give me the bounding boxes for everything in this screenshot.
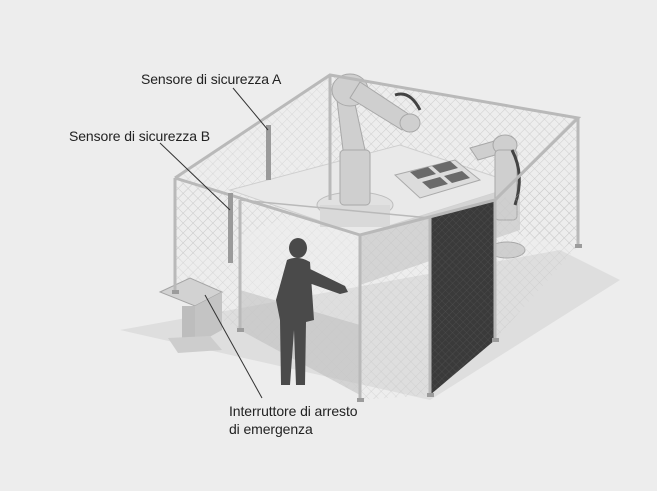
label-emergency-stop-line2: di emergenza <box>229 421 313 437</box>
tray-cells <box>410 161 470 189</box>
safety-sensor-b-icon <box>228 193 233 263</box>
leader-line-c <box>204 294 263 399</box>
label-emergency-stop-line1: Interruttore di arresto <box>229 403 358 419</box>
label-safety-sensor-a: Sensore di sicurezza A <box>141 71 282 87</box>
robot-arm-a <box>331 73 421 206</box>
label-safety-sensor-b: Sensore di sicurezza B <box>69 128 210 144</box>
leader-line-b <box>159 142 231 211</box>
label-emergency-stop: Interruttore di arresto di emergenza <box>229 402 358 438</box>
right-fence <box>495 180 578 340</box>
leader-line-a <box>232 87 269 131</box>
operator-figure <box>276 238 348 385</box>
fence-frame <box>173 73 582 400</box>
front-fence <box>360 218 430 400</box>
post-feet <box>172 244 582 402</box>
rotary-base <box>320 205 390 227</box>
dark-panel <box>430 200 495 395</box>
safety-sensor-a-icon <box>266 125 271 180</box>
leader-lines <box>159 87 269 399</box>
